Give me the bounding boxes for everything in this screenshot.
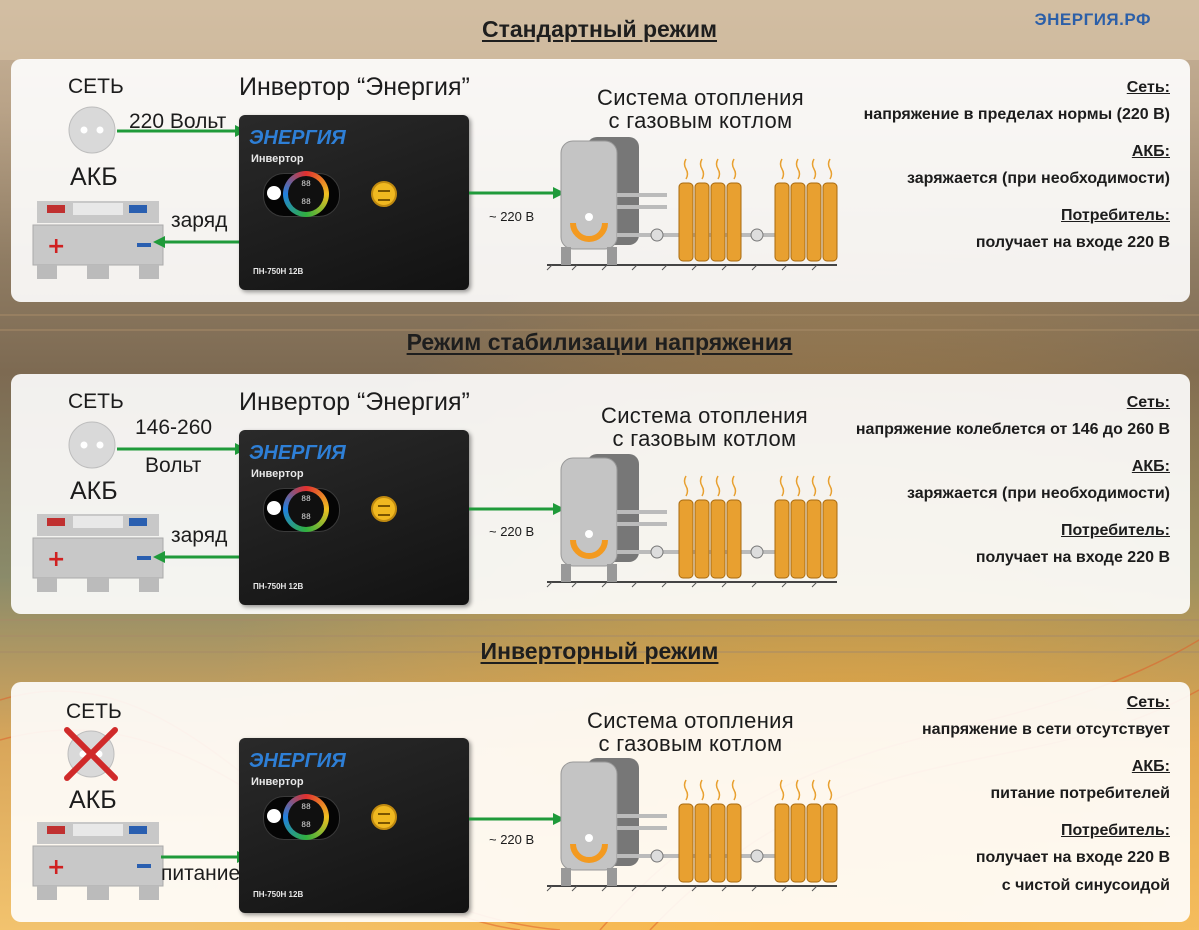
panel-stabilization-mode: СЕТЬ АКБ + 146-260 Вольт заряд Инвертор … — [11, 374, 1190, 614]
akb-label: АКБ — [69, 786, 117, 814]
mode-title-inverter: Инверторный режим — [480, 638, 719, 664]
info-set-heading: Сеть: — [1126, 79, 1170, 96]
inverter-brand: ЭНЕРГИЯ — [249, 127, 346, 149]
inverter-brand: ЭНЕРГИЯ — [249, 442, 346, 464]
socket-disabled-icon — [64, 727, 118, 781]
input-voltage-unit: Вольт — [145, 454, 202, 477]
set-label: СЕТЬ — [66, 700, 122, 723]
output-voltage: ~ 220 В — [489, 209, 535, 224]
info-akb-heading: АКБ: — [1131, 143, 1170, 160]
akb-label: АКБ — [70, 163, 118, 191]
inverter-sub: Инвертор — [251, 776, 304, 788]
svg-text:+: + — [47, 234, 65, 259]
heating-system-illustration — [546, 454, 838, 588]
battery-arrow-label: заряд — [171, 209, 228, 232]
info-akb-text: заряжается (при необходимости) — [907, 485, 1170, 502]
battery-arrow-label: питание — [161, 862, 241, 885]
info-akb-text: питание потребителей — [990, 785, 1170, 802]
inverter-power-button — [371, 496, 397, 522]
info-set-heading: Сеть: — [1126, 394, 1170, 411]
info-consumer-heading: Потребитель: — [1061, 522, 1170, 539]
inverter-title: Инвертор “Энергия” — [239, 388, 470, 416]
inverter-brand: ЭНЕРГИЯ — [249, 750, 346, 772]
inverter-power-button — [371, 181, 397, 207]
info-set-heading: Сеть: — [1126, 694, 1170, 711]
svg-text:+: + — [47, 547, 65, 572]
info-consumer-text: получает на входе 220 В — [975, 549, 1170, 566]
input-voltage-label: 220 Вольт — [129, 110, 227, 133]
input-arrow — [117, 125, 247, 137]
info-set-text: напряжение колеблется от 146 до 260 В — [855, 421, 1170, 438]
socket-icon — [68, 106, 116, 154]
socket-icon — [68, 421, 116, 469]
inverter-model: ПН-750Н 12В — [253, 582, 304, 591]
battery-icon: + — [32, 201, 164, 279]
info-akb-heading: АКБ: — [1131, 458, 1170, 475]
charge-arrow — [153, 551, 249, 563]
info-akb-heading: АКБ: — [1131, 758, 1170, 775]
brand-logo-text: ЭНЕРГИЯ.РФ — [1034, 10, 1151, 29]
akb-label: АКБ — [70, 477, 118, 505]
input-voltage-label: 146-260 — [135, 416, 213, 439]
info-consumer-heading: Потребитель: — [1061, 822, 1170, 839]
svg-text:+: + — [47, 855, 65, 880]
info-consumer-text-line2: с чистой синусоидой — [1001, 877, 1170, 894]
output-arrow — [469, 813, 565, 825]
heating-system-illustration — [546, 137, 838, 271]
battery-arrow-label: заряд — [171, 524, 228, 547]
battery-icon: + — [32, 514, 164, 592]
inverter-title: Инвертор “Энергия” — [239, 73, 470, 101]
panel-standard-mode: СЕТЬ АКБ + 220 Вольт заряд Инвертор “Эне… — [11, 59, 1190, 302]
info-set-text: напряжение в пределах нормы (220 В) — [863, 106, 1170, 123]
info-consumer-heading: Потребитель: — [1061, 207, 1170, 224]
battery-icon: + — [32, 822, 164, 900]
info-consumer-text: получает на входе 220 В — [975, 234, 1170, 251]
output-voltage: ~ 220 В — [489, 524, 535, 539]
set-label: СЕТЬ — [68, 75, 124, 98]
inverter-model: ПН-750Н 12В — [253, 890, 304, 899]
info-block: Сеть: напряжение в сети отсутствует АКБ:… — [922, 694, 1170, 895]
info-consumer-text-line1: получает на входе 220 В — [975, 849, 1170, 866]
inverter-model: ПН-750Н 12В — [253, 267, 304, 276]
info-set-text: напряжение в сети отсутствует — [922, 721, 1170, 738]
info-block: Сеть: напряжение в пределах нормы (220 В… — [864, 79, 1170, 252]
output-arrow — [469, 187, 565, 199]
inverter-sub: Инвертор — [251, 153, 304, 165]
output-voltage: ~ 220 В — [489, 832, 535, 847]
inverter-sub: Инвертор — [251, 468, 304, 480]
mode-title-stabilization: Режим стабилизации напряжения — [406, 329, 793, 355]
info-block: Сеть: напряжение колеблется от 146 до 26… — [856, 394, 1170, 567]
inverter-power-button — [371, 804, 397, 830]
heating-system-illustration — [546, 758, 838, 892]
output-arrow — [469, 503, 565, 515]
charge-arrow — [153, 236, 249, 248]
info-akb-text: заряжается (при необходимости) — [907, 170, 1170, 187]
set-label: СЕТЬ — [68, 390, 124, 413]
mode-title-standard: Стандартный режим — [481, 16, 718, 42]
